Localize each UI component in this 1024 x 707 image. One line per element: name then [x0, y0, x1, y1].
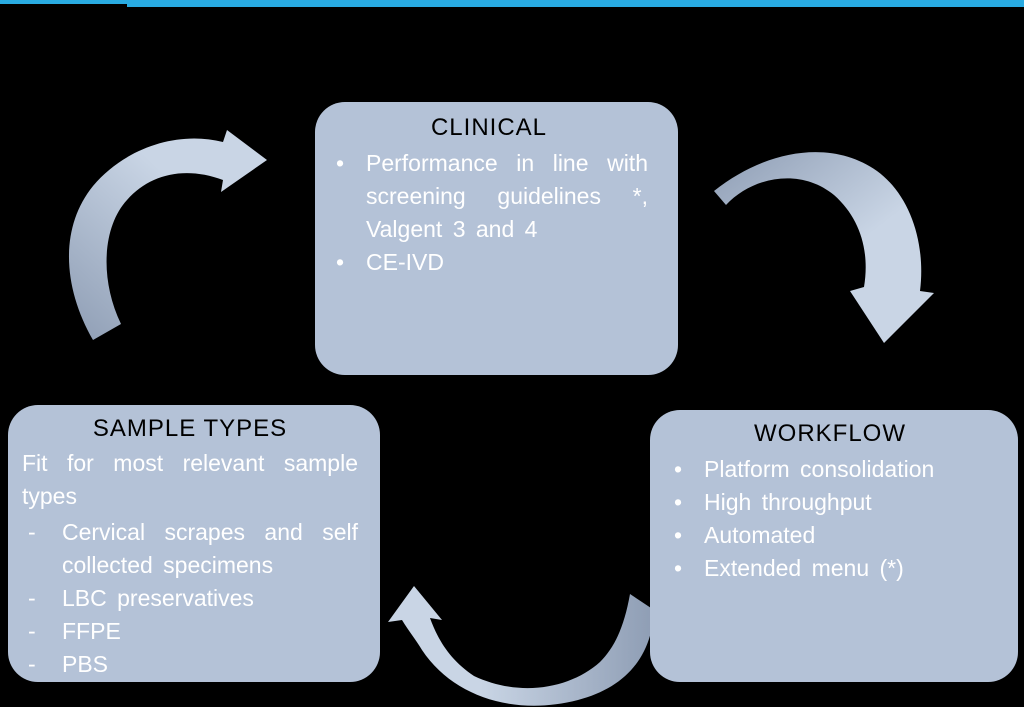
- bullet-marker: •: [674, 522, 683, 548]
- bullet-text: Automated: [704, 522, 816, 548]
- dash-marker: -: [28, 651, 36, 677]
- list-item: - FFPE: [22, 615, 358, 648]
- dash-marker: -: [28, 585, 36, 611]
- top-accent-bar-left: [0, 0, 127, 4]
- clinical-box-title: CLINICAL: [430, 114, 548, 141]
- bullet-text: LBC preservatives: [62, 585, 254, 611]
- list-item: • Performance in line with screening gui…: [330, 147, 648, 246]
- bullet-marker: •: [336, 249, 345, 275]
- bullet-text: PBS: [62, 651, 109, 677]
- workflow-bullet-list: • Platform consolidation • High throughp…: [668, 453, 992, 585]
- sample-types-box: SAMPLE TYPES Fit for most relevant sampl…: [8, 405, 380, 682]
- bullet-text: Cervical scrapes and self collected spec…: [62, 519, 358, 578]
- clinical-box: CLINICAL • Performance in line with scre…: [315, 102, 678, 375]
- sample-types-intro: Fit for most relevant sample types: [22, 450, 358, 509]
- bullet-text: Performance in line with screening guide…: [366, 150, 648, 242]
- list-item: - Cervical scrapes and self collected sp…: [22, 516, 358, 582]
- list-item: • High throughput: [668, 486, 992, 519]
- list-item: • Extended menu (*): [668, 552, 992, 585]
- dash-marker: -: [28, 519, 36, 545]
- list-item: • Platform consolidation: [668, 453, 992, 486]
- bullet-text: FFPE: [62, 618, 121, 644]
- list-item: - LBC preservatives: [22, 582, 358, 615]
- list-item: - PBS: [22, 648, 358, 681]
- bullet-marker: •: [674, 555, 683, 581]
- bullet-marker: •: [674, 489, 683, 515]
- sample-types-box-title: SAMPLE TYPES: [92, 415, 288, 442]
- curved-arrow-down-right-icon: [714, 152, 934, 343]
- sample-types-list: - Cervical scrapes and self collected sp…: [22, 516, 358, 681]
- curved-arrow-up-right-icon: [68, 130, 267, 340]
- top-accent-bar: [127, 0, 1024, 7]
- workflow-box: WORKFLOW • Platform consolidation • High…: [650, 410, 1018, 682]
- workflow-box-title: WORKFLOW: [754, 420, 906, 447]
- bullet-text: Platform consolidation: [704, 456, 935, 482]
- bullet-text: Extended menu (*): [704, 555, 904, 581]
- dash-marker: -: [28, 618, 36, 644]
- list-item: • Automated: [668, 519, 992, 552]
- curved-arrow-up-left-icon: [388, 586, 654, 706]
- clinical-bullet-list: • Performance in line with screening gui…: [330, 147, 648, 279]
- bullet-text: High throughput: [704, 489, 872, 515]
- list-item: • CE-IVD: [330, 246, 648, 279]
- bullet-text: CE-IVD: [366, 249, 444, 275]
- bullet-marker: •: [336, 150, 345, 176]
- bullet-marker: •: [674, 456, 683, 482]
